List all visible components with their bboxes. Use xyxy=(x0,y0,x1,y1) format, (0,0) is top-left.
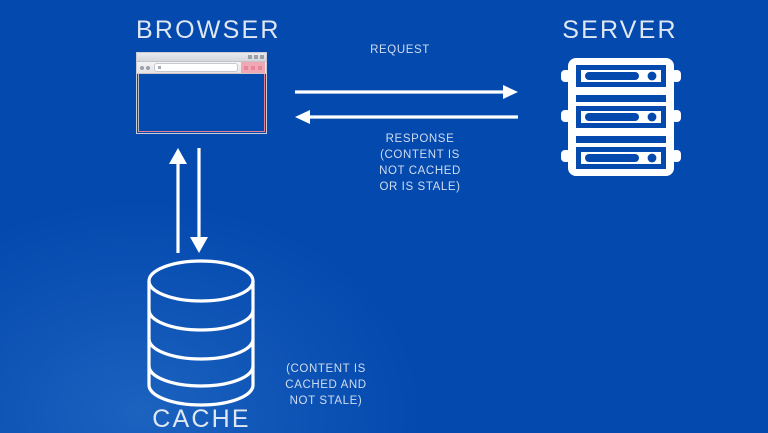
cache-label: CACHE xyxy=(152,405,251,433)
request-arrow xyxy=(295,85,518,99)
cache-lookup-arrow xyxy=(190,148,208,253)
bookmark-icon xyxy=(244,65,248,70)
close-icon xyxy=(260,55,264,59)
browser-extension-bar xyxy=(241,62,265,73)
server-label: SERVER xyxy=(562,16,678,44)
browser-viewport xyxy=(138,74,265,132)
menu-icon xyxy=(258,65,262,70)
extension-icon xyxy=(251,65,255,70)
cache-hit-label: (CONTENT IS CACHED AND NOT STALE) xyxy=(285,363,367,407)
database-cylinder-icon xyxy=(147,259,255,407)
forward-icon xyxy=(146,65,150,70)
minimize-icon xyxy=(248,55,252,59)
search-icon xyxy=(158,66,161,69)
maximize-icon xyxy=(254,55,258,59)
cache-hit-arrow xyxy=(169,148,187,253)
response-label: RESPONSE (CONTENT IS NOT CACHED OR IS ST… xyxy=(379,133,461,193)
browser-titlebar xyxy=(137,53,266,62)
back-icon xyxy=(140,65,144,70)
browser-label: BROWSER xyxy=(136,16,281,44)
server-rack-icon xyxy=(561,58,681,176)
url-input xyxy=(154,63,238,72)
browser-toolbar xyxy=(137,62,266,74)
response-arrow xyxy=(295,110,518,124)
browser-window-icon xyxy=(136,52,267,134)
request-label: REQUEST xyxy=(370,44,430,56)
